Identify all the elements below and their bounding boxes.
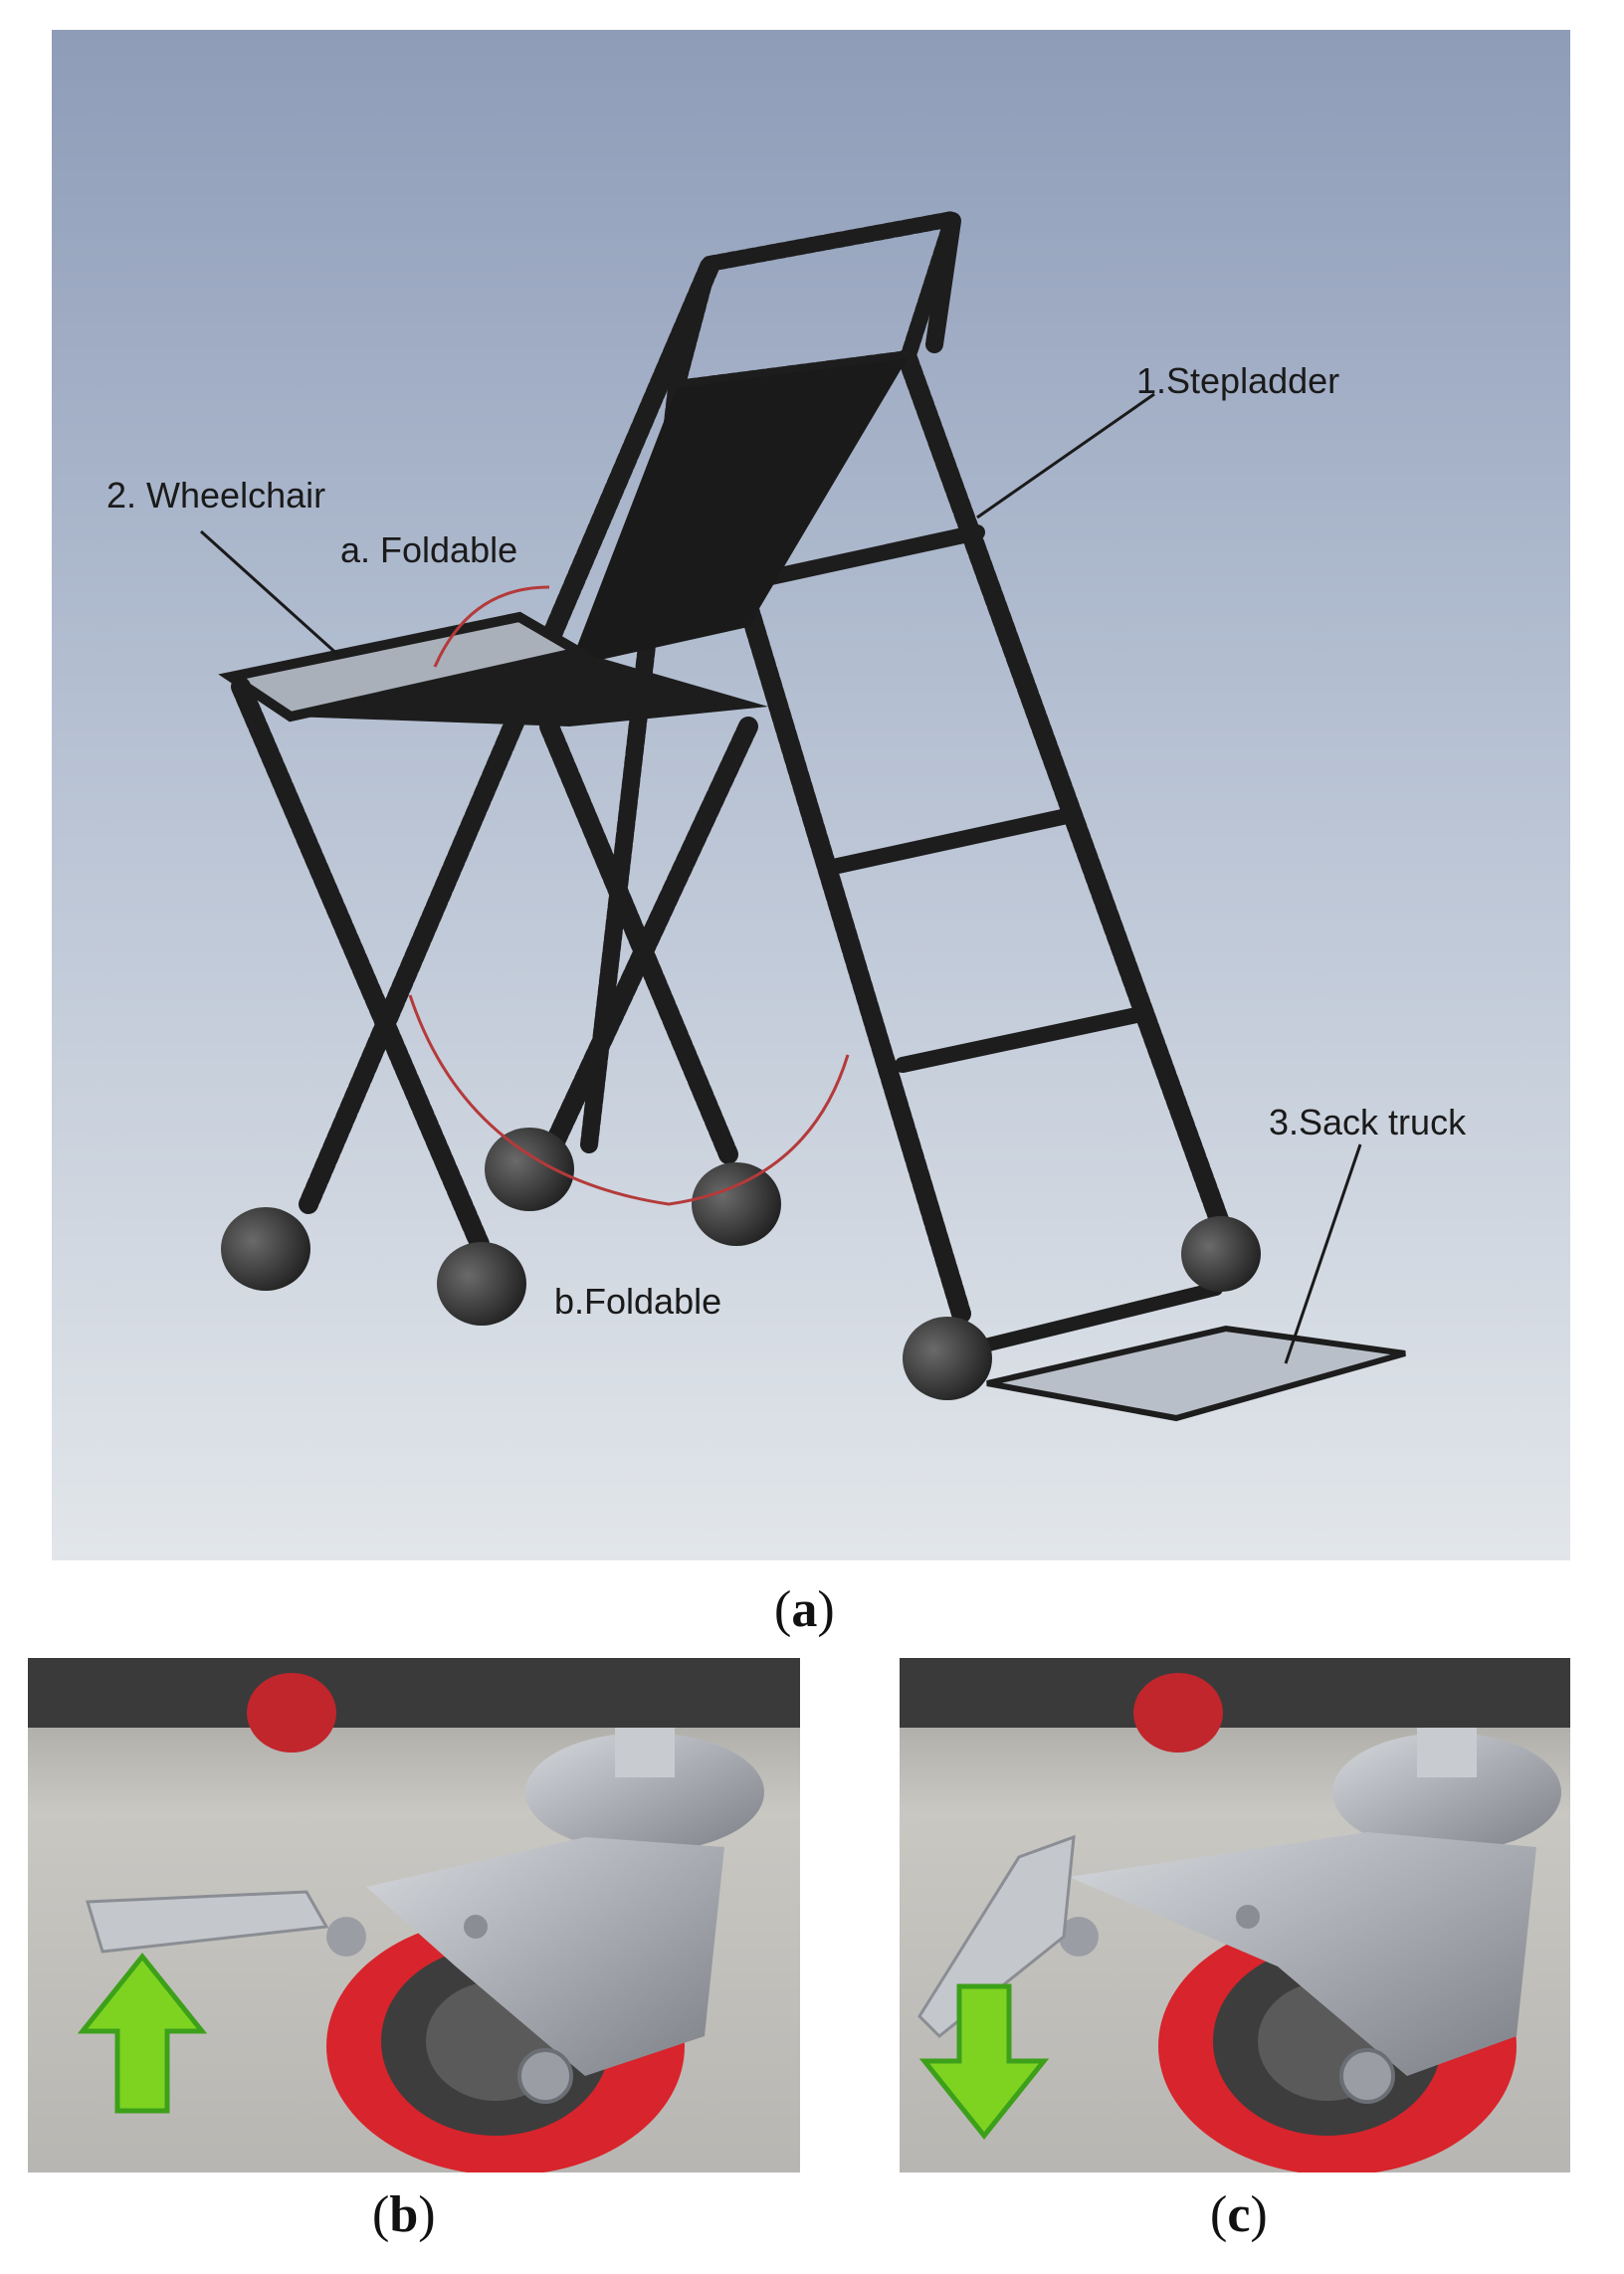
label-stepladder: 1.Stepladder — [1136, 360, 1339, 401]
wheelchair-legs — [231, 677, 758, 1254]
figure-panel-c — [900, 1658, 1570, 2172]
stepladder-render: 1.Stepladder 2. Wheelchair a. Foldable b… — [52, 30, 1570, 1560]
wheels — [221, 1128, 1261, 1400]
label-wheelchair: 2. Wheelchair — [106, 475, 325, 516]
fold-arrows — [408, 585, 850, 1206]
callout-lines — [199, 392, 1362, 1364]
caster-photo-brake-released — [28, 1658, 800, 2172]
brake-pedal — [86, 1890, 329, 1954]
swivel-plate — [1332, 1733, 1561, 1852]
label-foldable-b: b.Foldable — [554, 1281, 721, 1322]
swivel-plate — [525, 1733, 764, 1852]
seat-shadow — [291, 652, 768, 726]
caster-fork — [366, 1837, 724, 2076]
caster-fork — [1069, 1832, 1536, 2076]
sack-truck-plate — [986, 1325, 1406, 1422]
backrest-panel — [569, 358, 908, 667]
caster-photo-brake-engaged — [900, 1658, 1570, 2172]
arrow-down-icon — [918, 1983, 1050, 2141]
arrow-up-icon — [77, 1952, 208, 2114]
caption-a: (a) — [774, 1581, 835, 1638]
figure-panel-a: 1.Stepladder 2. Wheelchair a. Foldable b… — [52, 30, 1570, 1560]
caption-b: (b) — [372, 2186, 436, 2243]
label-foldable-a: a. Foldable — [340, 529, 517, 570]
label-sack-truck: 3.Sack truck — [1269, 1102, 1467, 1142]
figure-panel-b — [28, 1658, 800, 2172]
caption-c: (c) — [1210, 2186, 1268, 2243]
